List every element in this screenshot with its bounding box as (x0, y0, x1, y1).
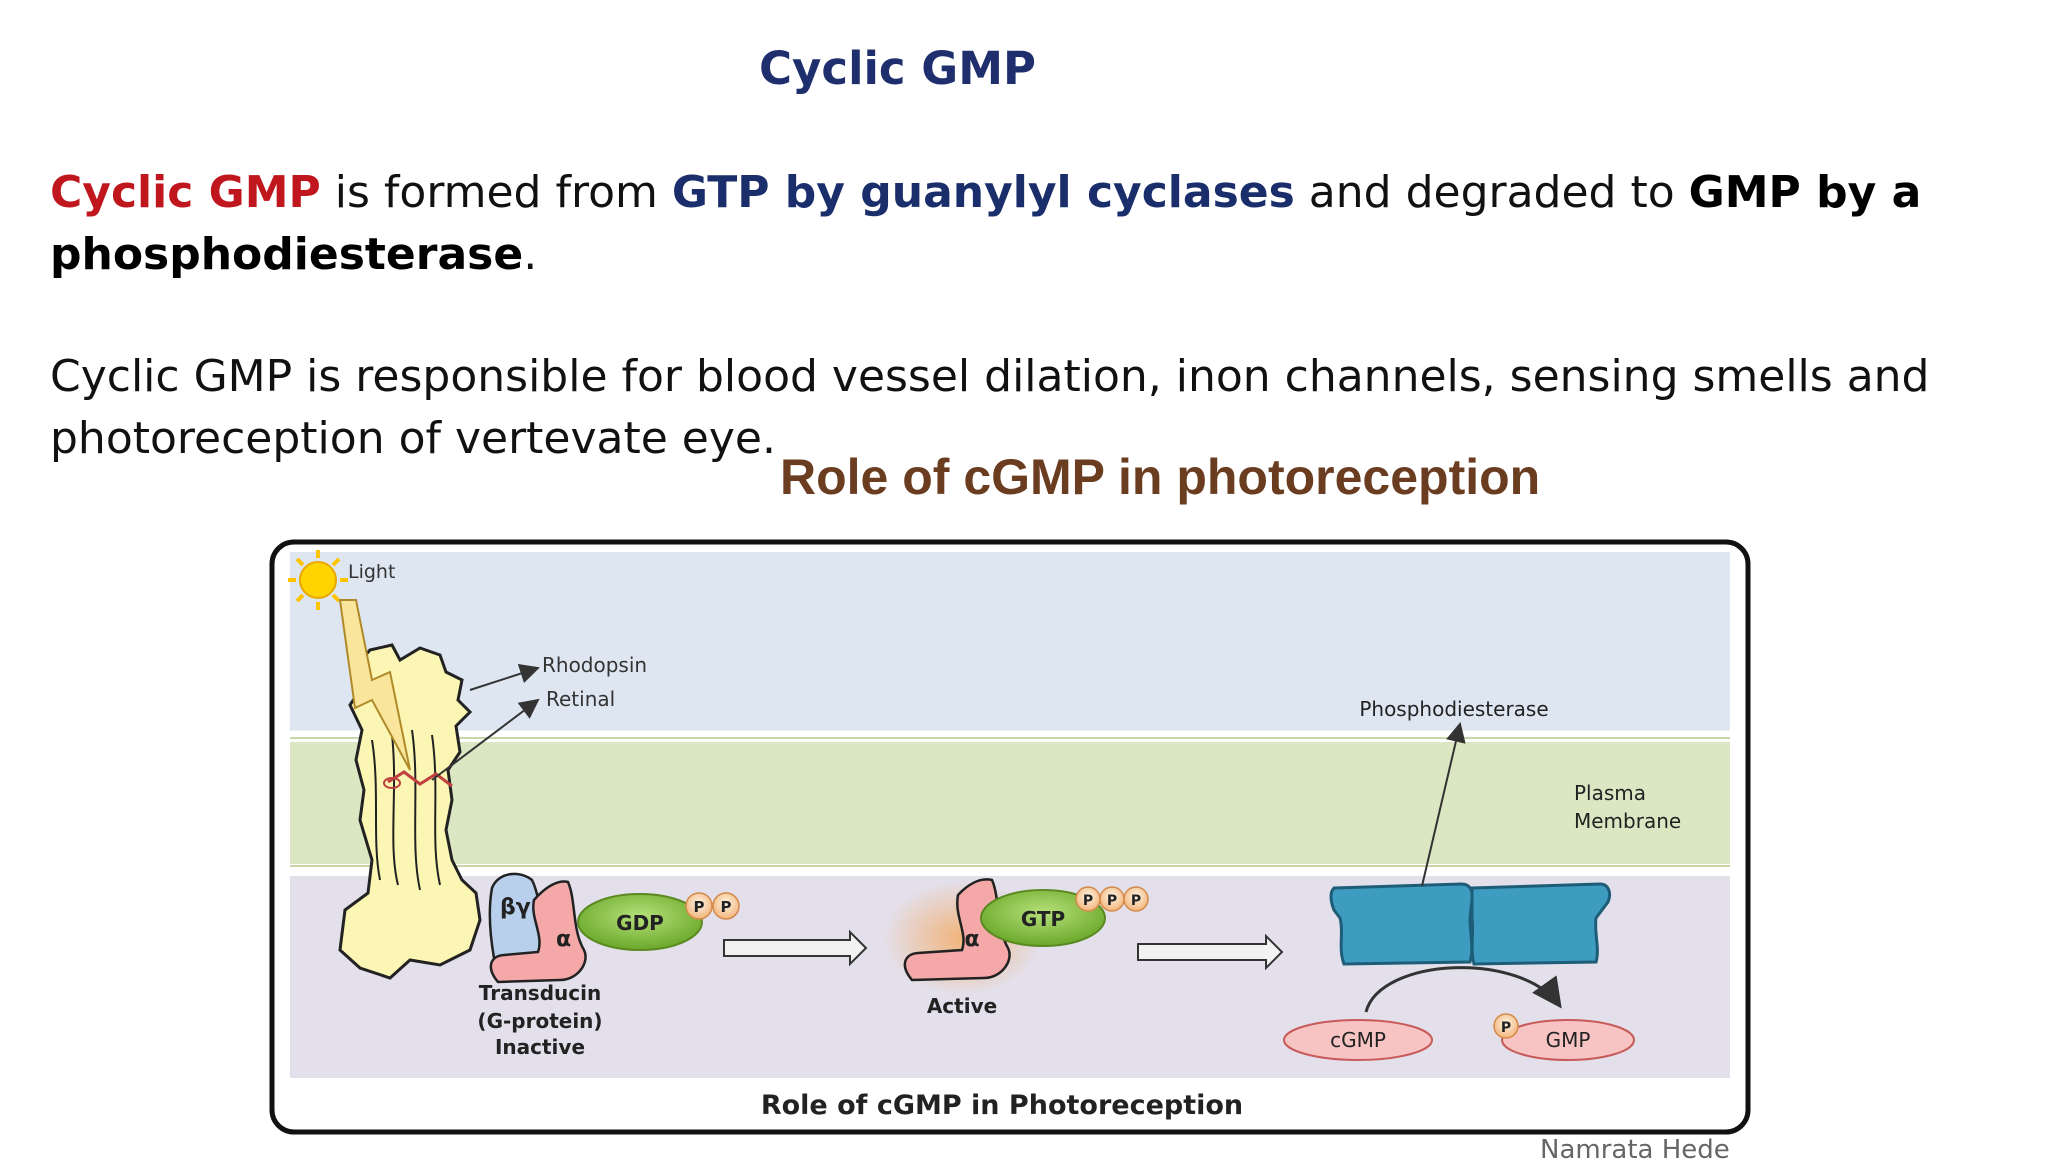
gtp-oval (980, 889, 1106, 947)
cyclic-gmp-term: Cyclic GMP (50, 167, 321, 218)
rhodopsin-protein (338, 643, 482, 980)
phosphate-icon (1123, 886, 1149, 912)
phosphodiesterase-enzyme (1329, 882, 1612, 966)
alpha-subunit-active (903, 878, 1011, 982)
alpha-label-active: α (964, 927, 979, 952)
phosphate-label: P (694, 898, 705, 916)
gtp-label: GTP (1021, 907, 1065, 931)
transducin-label-line1: Transducin (479, 981, 601, 1005)
process-arrow-2-icon (1137, 933, 1284, 971)
phosphate-label: P (1083, 893, 1093, 909)
active-label: Active (927, 994, 997, 1018)
phosphate-label: P (1107, 893, 1117, 909)
cgmp-label: cGMP (1330, 1028, 1386, 1052)
light-label: Light (348, 561, 395, 583)
phosphate-label: P (1501, 1020, 1511, 1036)
paragraph-cgmp-formation: Cyclic GMP is formed from GTP by guanyly… (50, 162, 1950, 286)
gmp-label: GMP (1546, 1028, 1591, 1052)
gdp-label: GDP (616, 911, 664, 935)
gmp-oval (1501, 1019, 1635, 1061)
beta-gamma-label: βγ (500, 895, 531, 920)
phosphodiesterase-label: Phosphodiesterase (1359, 697, 1548, 721)
phosphate-label: P (721, 898, 732, 916)
gdp-oval (577, 893, 703, 951)
slide-title: Cyclic GMP (759, 42, 1036, 95)
figure-heading: Role of cGMP in photoreception (780, 449, 1541, 505)
retinal-label: Retinal (546, 687, 615, 711)
transducin-label-line3: Inactive (495, 1035, 585, 1059)
phosphate-icon (712, 892, 740, 920)
process-arrow-1-icon (723, 929, 868, 967)
gtp-guanylyl-term: GTP by guanylyl cyclases (671, 167, 1295, 218)
para1-period: . (523, 229, 538, 280)
plasma-membrane-label-line1: Plasma (1574, 781, 1646, 805)
paragraph-cgmp-functions: Cyclic GMP is responsible for blood vess… (50, 351, 1930, 464)
para1-text-a: is formed from (320, 167, 672, 218)
cgmp-oval (1283, 1019, 1433, 1061)
phosphate-label: P (1131, 893, 1141, 909)
rhodopsin-label: Rhodopsin (542, 653, 647, 677)
gmp-phosphodiesterase-term: GMP by a phosphodiesterase (50, 167, 1922, 280)
phosphate-icon (685, 892, 713, 920)
light-ray-icon (338, 599, 411, 771)
author-watermark: Namrata Hede (1540, 1135, 1730, 1165)
plasma-membrane-label-line2: Membrane (1574, 809, 1681, 833)
figure-caption: Role of cGMP in Photoreception (761, 1090, 1243, 1121)
sun-icon (288, 550, 348, 610)
transducin-label-line2: (G-protein) (477, 1009, 602, 1033)
phosphate-icon (1493, 1013, 1519, 1039)
conversion-arrow-icon (1364, 966, 1562, 1013)
para1-text-b: and degraded to (1294, 167, 1689, 218)
plasma-membrane-band (290, 742, 1730, 864)
alpha-subunit-inactive (489, 880, 587, 984)
alpha-label-inactive: α (556, 927, 571, 952)
